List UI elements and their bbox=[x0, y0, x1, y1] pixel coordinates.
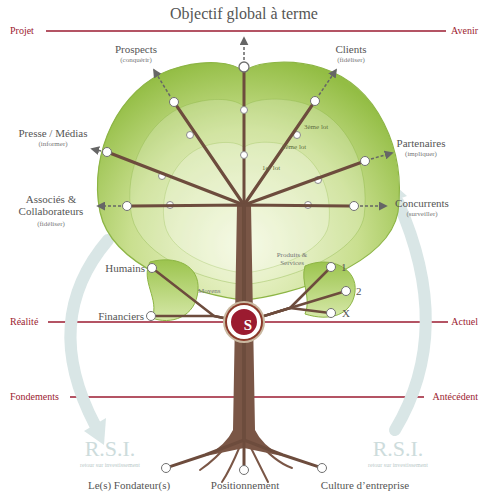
node-label: Prospects bbox=[115, 43, 157, 55]
diagram-title: Objectif global à terme bbox=[170, 4, 318, 24]
branch-label: Produits & Services bbox=[272, 251, 312, 267]
node-sublabel: (informer) bbox=[38, 140, 67, 148]
rsi-label: R.S.I. bbox=[85, 437, 136, 461]
horizon-line bbox=[46, 30, 446, 32]
node-label: 2 bbox=[356, 285, 362, 297]
tree-branch bbox=[112, 154, 244, 305]
dashed-arrow bbox=[319, 70, 336, 95]
node-label: 1 bbox=[341, 261, 347, 273]
product-node: 2 bbox=[341, 286, 351, 296]
node-sublabel: (conquérir) bbox=[120, 56, 151, 64]
node-label: Associés & Collaborateurs bbox=[6, 193, 96, 217]
band-label: Projet bbox=[10, 25, 34, 37]
tree-branch bbox=[260, 271, 327, 318]
means-node: Financiers bbox=[146, 311, 156, 321]
node-label: Presse / Médias bbox=[18, 127, 87, 139]
node-label: Le(s) Fondateur(s) bbox=[88, 479, 170, 491]
tree-branch bbox=[156, 316, 227, 319]
means-node: Humains bbox=[147, 263, 157, 273]
core-circle: S bbox=[227, 305, 261, 339]
stakeholder-node: Associés & Collaborateurs(fidéliser) bbox=[122, 201, 132, 211]
rsi-note: retour sur investissement bbox=[80, 462, 140, 469]
node-label: Concurrents bbox=[395, 197, 449, 209]
band-label: Avenir bbox=[451, 25, 478, 37]
root-node: Le(s) Fondateur(s) bbox=[161, 463, 171, 473]
cycle-arc bbox=[395, 202, 426, 430]
tree-branch bbox=[244, 163, 360, 305]
tree-branch bbox=[243, 72, 246, 205]
lot-label: 3ème lot bbox=[304, 123, 328, 131]
stakeholder-node: Prospects(conquérir) bbox=[169, 97, 179, 107]
band-label: Actuel bbox=[451, 316, 478, 328]
band-label: Réalité bbox=[10, 316, 38, 328]
stakeholder-node: Partenaires(impliquer) bbox=[360, 156, 370, 166]
node-sublabel: (fidéliser) bbox=[37, 220, 65, 228]
cycle-arc bbox=[70, 240, 108, 425]
node-label: Positionnement bbox=[211, 479, 279, 491]
root-node: Positionnement bbox=[239, 465, 249, 475]
rsi-note: retour sur investissement bbox=[368, 462, 428, 469]
dashed-arrow bbox=[243, 38, 245, 60]
dashed-arrow bbox=[92, 149, 101, 151]
tree-branch bbox=[156, 271, 227, 319]
rsi-label: R.S.I. bbox=[373, 437, 424, 461]
node-sublabel: (impliquer) bbox=[405, 150, 437, 158]
tree-branch bbox=[244, 339, 317, 466]
node-label: Humains bbox=[105, 262, 145, 274]
node-label: Partenaires bbox=[397, 137, 446, 149]
tree-branch bbox=[260, 308, 326, 317]
branch-circle bbox=[241, 107, 248, 114]
node-sublabel: (fidéliser) bbox=[337, 56, 365, 64]
branch-circle bbox=[187, 132, 194, 139]
lot-label: 1er lot bbox=[262, 164, 280, 172]
node-label: X bbox=[342, 307, 350, 319]
stakeholder-node: Clients(fidéliser) bbox=[310, 96, 320, 106]
node-label: Clients bbox=[335, 43, 366, 55]
small-leaf bbox=[147, 260, 198, 321]
node-label: S bbox=[244, 316, 252, 334]
band-label: Fondements bbox=[10, 391, 59, 403]
branch-label: Moyens bbox=[198, 287, 221, 295]
node-label: Financiers bbox=[98, 310, 144, 322]
dashed-arrow bbox=[98, 205, 121, 207]
dashed-arrow bbox=[360, 205, 386, 207]
root-node: Culture d’entreprise bbox=[317, 463, 327, 473]
branch-circle bbox=[239, 62, 249, 72]
tree-branch bbox=[260, 293, 341, 318]
branch-circle bbox=[241, 152, 248, 159]
band-label: Antécédent bbox=[432, 391, 478, 403]
stakeholder-node: Concurrents(surveiller) bbox=[349, 201, 359, 211]
node-label: Culture d’entreprise bbox=[321, 479, 409, 491]
product-node: 1 bbox=[326, 262, 336, 272]
stakeholder-node: Presse / Médias(informer) bbox=[102, 147, 112, 157]
product-node: X bbox=[326, 308, 336, 318]
tree-branch bbox=[132, 205, 244, 305]
tree-branch bbox=[244, 205, 349, 305]
dashed-arrow bbox=[154, 70, 170, 96]
node-sublabel: (surveiller) bbox=[406, 210, 437, 218]
tree-root bbox=[200, 440, 292, 482]
tree-branch bbox=[171, 339, 244, 466]
lot-label: 2ème lot bbox=[282, 143, 306, 151]
dashed-arrow bbox=[371, 153, 392, 159]
